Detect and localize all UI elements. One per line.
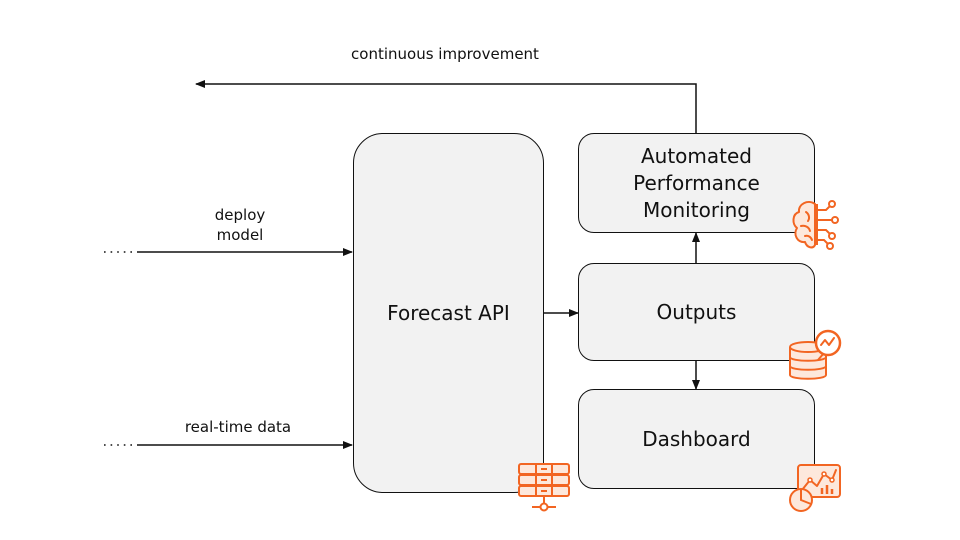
real-time-data-label: real-time data bbox=[184, 418, 292, 436]
dashboard-node: Dashboard bbox=[578, 389, 815, 489]
feedback-arrow bbox=[195, 80, 697, 134]
continuous-improvement-label: continuous improvement bbox=[351, 45, 539, 63]
monitoring-label: Automated Performance Monitoring bbox=[633, 143, 760, 222]
dashboard-label: Dashboard bbox=[642, 426, 751, 451]
server-rack-icon bbox=[518, 463, 570, 512]
deploy-model-label: deploy model bbox=[214, 206, 266, 244]
monitoring-node: Automated Performance Monitoring bbox=[578, 133, 815, 233]
forecast-api-label: Forecast API bbox=[387, 300, 510, 325]
brain-circuit-icon bbox=[792, 200, 839, 250]
outputs-node: Outputs bbox=[578, 263, 815, 361]
analytics-chart-icon bbox=[789, 464, 841, 512]
database-search-icon bbox=[789, 329, 842, 380]
outputs-label: Outputs bbox=[656, 299, 737, 324]
forecast-api-node: Forecast API bbox=[353, 133, 544, 493]
